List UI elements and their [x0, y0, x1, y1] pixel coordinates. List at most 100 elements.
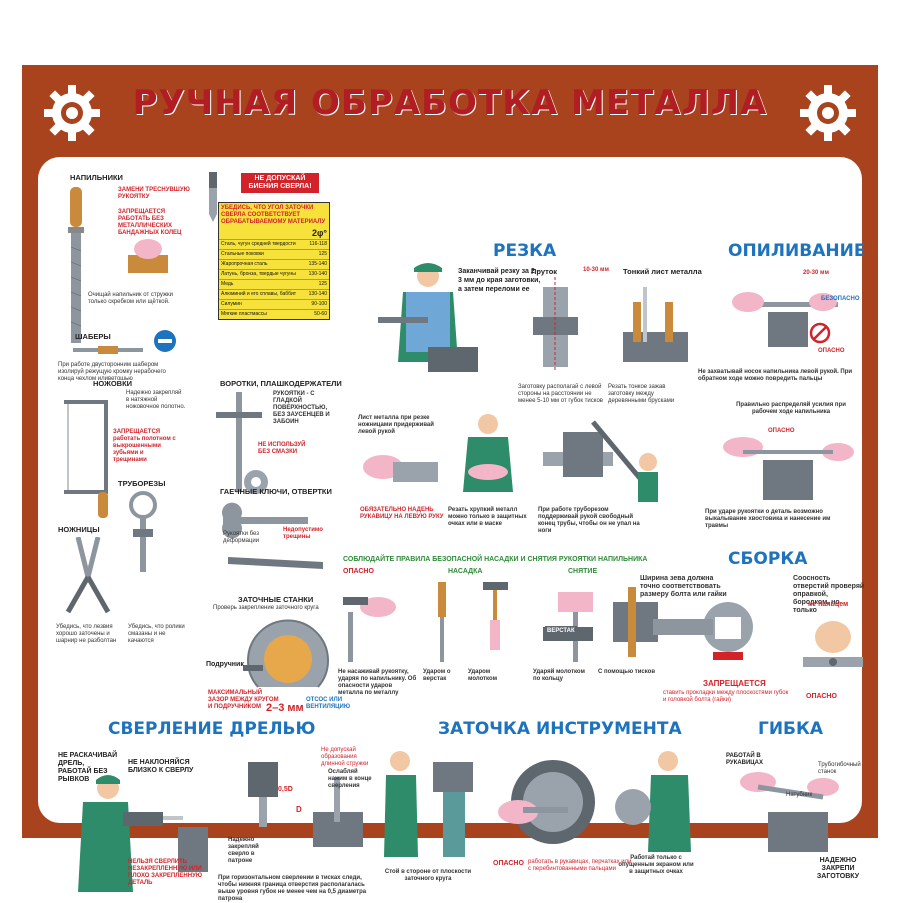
text-ne-zahvatyvai: Не захватывай носок напильника левой рук… [698, 369, 853, 382]
label-bezopasno: БЕЗОПАСНО [821, 296, 860, 302]
label-opasno-napilnik: ОПАСНО [343, 568, 374, 575]
label-zatochnye: ЗАТОЧНЫЕ СТАНКИ [238, 595, 314, 604]
text-ne-naklonyaisya: НЕ НАКЛОНЯЙСЯ БЛИЗКО К СВЕРЛУ [128, 759, 194, 774]
napilnik-header: СОБЛЮДАЙТЕ ПРАВИЛА БЕЗОПАСНОЙ НАСАДКИ И … [343, 556, 648, 563]
text-pri-gorizont: При горизонтальном сверлении в тисках сл… [218, 875, 367, 902]
caption-nasadka-2: Ударом о верстак [423, 669, 451, 682]
angle-label: 2φ° [311, 228, 327, 238]
label-podruchnik: Подручник [206, 661, 244, 668]
note-zapreshaetsya: ЗАПРЕЩАЕТСЯ РАБОТАТЬ БЕЗ МЕТАЛЛИЧЕСКИХ Б… [118, 209, 182, 236]
worker-goggles-illustration [463, 414, 513, 492]
label-prutok: Пруток [531, 267, 558, 276]
label-vorotki: ВОРОТКИ, ПЛАШКОДЕРЖАТЕЛИ [220, 379, 342, 388]
note-zamenit: ЗАМЕНИ ТРЕСНУВШУЮ РУКОЯТКУ [118, 187, 190, 200]
text-truborezy: Убедись, что ролики смазаны и не качаютс… [128, 624, 185, 644]
pipe-cutting-illustration [543, 420, 658, 502]
text-rukoyatki: РУКОЯТКИ - С ГЛАДКОЙ ПОВЕРХНОСТЬЮ, БЕЗ З… [273, 391, 330, 425]
drill-angle-table: УБЕДИСЬ, ЧТО УГОЛ ЗАТОЧКИ СВЕРЛА СООТВЕТ… [218, 202, 330, 320]
label-natubok: Натубник [786, 792, 813, 798]
drill-bit-illustration [209, 172, 217, 222]
label-d: D [296, 805, 302, 814]
text-nozhovki: Надежно закрепляй в натяжной ножовочное … [126, 390, 186, 410]
content-area: НАПИЛЬНИКИ ЗАМЕНИ ТРЕСНУВШУЮ РУКОЯТКУ ЗА… [38, 157, 866, 902]
note-ne-dopuskai-obr: Не допускай образования длинной стружки [321, 747, 369, 767]
text-zakanchivai: Заканчивай резку за 2 - 3 мм до края заг… [458, 268, 541, 293]
shears-hand-illustration [363, 455, 438, 482]
label-nasadka: НАСАДКА [448, 568, 483, 575]
note-zazor: МАКСИМАЛЬНЫЙ ЗАЗОР МЕЖДУ КРУГОМ И ПОДРУЧ… [208, 690, 279, 710]
text-shabery: При работе двусторонним шабером изолируй… [58, 362, 166, 382]
label-gaechnye: ГАЕЧНЫЕ КЛЮЧИ, ОТВЕРТКИ [220, 487, 332, 496]
text-rabotai-gibka: РАБОТАЙ В РУКАВИЦАХ [726, 753, 764, 766]
label-nozhovki: НОЖОВКИ [93, 379, 133, 388]
scissors-illustration [65, 537, 111, 614]
poster-title: РУЧНАЯ ОБРАБОТКА МЕТАЛЛА [132, 83, 768, 123]
label-d05: 0,5D [278, 786, 293, 793]
text-list-metalla: Лист металла при резке ножницами придерж… [358, 415, 434, 435]
note-obyazatelno: ОБЯЗАТЕЛЬНО НАДЕНЬ РУКАВИЦУ НА ЛЕВУЮ РУК… [360, 507, 444, 520]
label-verstak: ВЕРСТАК [545, 626, 577, 637]
note-ventilyaciya: ОТСОС ИЛИ ВЕНТИЛЯЦИЮ [306, 697, 351, 710]
opil-size: 20-30 мм [803, 270, 829, 276]
label-trubogib: Трубогибочный станок [818, 762, 861, 775]
label-ne-palcem: не пальцем [808, 601, 849, 608]
worker-shield-illustration [615, 751, 691, 852]
hacksaw-illustration [64, 400, 108, 518]
section-title-sverlenie: СВЕРЛЕНИЕ ДРЕЛЬЮ [108, 719, 316, 739]
finger-hole-illustration [803, 621, 863, 667]
warning-ne-dopuskai: НЕ ДОПУСКАЙ БИЕНИЯ СВЕРЛА! [241, 173, 319, 193]
pipe-cutter-illustration [129, 491, 157, 572]
label-truborezy: ТРУБОРЕЗЫ [118, 479, 166, 488]
scraper-illustration [73, 346, 143, 354]
wrench-illustration [222, 502, 323, 569]
text-rabotai-zatochka: Работай только с опущенным экраном или в… [618, 855, 694, 875]
grinder-station-illustration [384, 751, 473, 857]
text-pravilno: Правильно распределяй усилия при рабочем… [736, 402, 846, 415]
label-nozhnicy: НОЖНИЦЫ [58, 525, 100, 534]
content-panel [38, 157, 862, 823]
caption-nasadka-1: Не насаживай рукоятку, ударяя по напильн… [338, 669, 417, 696]
drilling-worker-illustration [78, 775, 208, 892]
prohibited-icon [809, 322, 831, 344]
text-list: Резать тонкое зажав заготовку между дере… [608, 384, 675, 404]
text-rezat-hrupkii: Резать хрупкий металл можно только в защ… [448, 507, 527, 527]
note-ne-ispolzui: НЕ ИСПОЛЬЗУЙ БЕЗ СМАЗКИ [258, 442, 306, 455]
text-prutok: Заготовку располагай с левой стороны на … [518, 384, 603, 404]
file-cleaning-illustration [128, 239, 168, 273]
text-soosnost: Соосность отверстий проверяй оправкой, б… [793, 575, 865, 614]
prohibition-icon [154, 330, 176, 352]
section-title-gibka: ГИБКА [758, 719, 824, 739]
text-nadezhno: Надежно закрепляй сверло в патроне [228, 837, 259, 864]
label-opasno-zatochka: ОПАСНО [493, 860, 524, 867]
rod-in-vise-illustration [533, 277, 578, 372]
label-snyatie: СНЯТИЕ [568, 568, 598, 575]
text-pri-udare: При ударе рукоятки о деталь возможно вык… [705, 509, 831, 529]
filing-vise-illustration [723, 437, 854, 500]
text-nozhnicy: Убедись, что лезвия хорошо заточены и ша… [56, 624, 117, 644]
handle-mounting-illustration [343, 582, 658, 662]
prutok-size: 10-30 мм [583, 267, 609, 273]
section-title-rezka: РЕЗКА [493, 241, 557, 261]
file-illustration [68, 187, 84, 343]
label-opasno-1: ОПАСНО [818, 348, 845, 354]
text-ochistka: Очищай напильник от стружки только скреб… [88, 292, 173, 305]
sheet-in-vise-illustration [623, 287, 688, 362]
label-zapreshaetsya-sborka: ЗАПРЕЩАЕТСЯ [703, 679, 766, 688]
drill-vise-illustration [313, 777, 363, 847]
text-stoi: Стой в стороне от плоскости заточного кр… [384, 869, 472, 882]
note-nelzya: НЕЛЬЗЯ СВЕРЛИТЬ НЕЗАКРЕПЛЕННУЮ ИЛИ ПЛОХО… [128, 859, 203, 886]
grinder-guard-illustration [243, 619, 329, 688]
zazor-value: 2–3 мм [266, 702, 304, 714]
section-title-opilivanie: ОПИЛИВАНИЕ [728, 241, 866, 261]
gear-icon [800, 85, 856, 141]
drill-chuck-illustration [248, 762, 278, 827]
caption-nasadka-3: Ударом молотком [468, 669, 498, 682]
filing-hands-illustration [732, 292, 838, 347]
gear-icon [44, 85, 100, 141]
